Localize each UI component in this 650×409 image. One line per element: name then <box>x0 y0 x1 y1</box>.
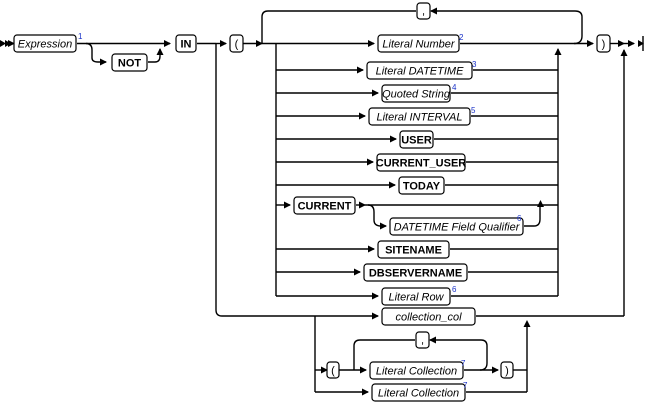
current-keyword-box: CURRENT <box>293 196 356 215</box>
collection-close-paren-box: ) <box>500 361 514 379</box>
literal-interval-box: Literal INTERVAL 5 <box>368 106 476 126</box>
svg-text:(: ( <box>235 39 239 51</box>
svg-text:DATETIME Field Qualifier: DATETIME Field Qualifier <box>394 222 521 234</box>
svg-text:7: 7 <box>463 381 468 390</box>
svg-text:Literal Number: Literal Number <box>382 39 455 51</box>
svg-text:4: 4 <box>452 83 457 92</box>
literal-number-box: Literal Number 2 <box>377 33 464 53</box>
svg-text:5: 5 <box>471 106 476 115</box>
svg-text:USER: USER <box>401 135 432 147</box>
literal-datetime-box: Literal DATETIME 3 <box>366 60 477 80</box>
expression-box: Expression 1 <box>13 32 83 53</box>
svg-text:6: 6 <box>452 285 457 294</box>
literal-collection-box: Literal Collection 7 <box>369 359 466 380</box>
svg-text:DBSERVERNAME: DBSERVERNAME <box>369 268 462 280</box>
svg-text:Quoted String: Quoted String <box>382 89 451 101</box>
svg-text:Expression: Expression <box>18 39 72 51</box>
svg-text:Literal INTERVAL: Literal INTERVAL <box>376 112 462 124</box>
literal-collection-box-2: Literal Collection 7 <box>371 381 468 402</box>
svg-text:1: 1 <box>78 32 83 41</box>
connector-lines <box>0 7 644 396</box>
svg-text:CURRENT: CURRENT <box>298 201 352 213</box>
user-keyword-box: USER <box>399 130 434 149</box>
svg-text:collection_col: collection_col <box>395 312 462 324</box>
comma-box: , <box>416 2 431 20</box>
quoted-string-box: Quoted String 4 <box>381 83 457 103</box>
svg-text:Literal DATETIME: Literal DATETIME <box>376 66 464 78</box>
svg-text:): ) <box>505 365 509 377</box>
sitename-keyword-box: SITENAME <box>377 240 450 259</box>
svg-text:3: 3 <box>472 60 477 69</box>
svg-text:SITENAME: SITENAME <box>385 245 442 257</box>
open-paren-box: ( <box>229 34 244 53</box>
svg-text:Literal Collection: Literal Collection <box>376 366 457 378</box>
collection-col-box: collection_col <box>381 307 476 326</box>
svg-text:NOT: NOT <box>118 58 142 70</box>
svg-text:Literal Row: Literal Row <box>388 292 444 304</box>
dbservername-keyword-box: DBSERVERNAME <box>363 263 468 282</box>
svg-text:7: 7 <box>461 359 466 368</box>
datetime-field-qualifier-box: DATETIME Field Qualifier 6 <box>389 214 524 236</box>
start-arrow-icon <box>0 40 6 47</box>
svg-text:IN: IN <box>181 39 192 51</box>
svg-text:CURRENT_USER: CURRENT_USER <box>376 158 467 170</box>
in-keyword-box: IN <box>175 34 197 53</box>
literal-row-box: Literal Row 6 <box>381 285 457 306</box>
collection-comma-box: , <box>415 331 430 349</box>
svg-text:(: ( <box>331 365 335 377</box>
svg-text:2: 2 <box>459 33 464 42</box>
not-keyword-box: NOT <box>111 53 148 72</box>
svg-text:,: , <box>422 6 425 18</box>
end-arrow-icon <box>638 40 644 47</box>
current-user-keyword-box: CURRENT_USER <box>376 153 467 172</box>
svg-text:,: , <box>421 335 424 347</box>
svg-text:Literal Collection: Literal Collection <box>378 388 459 400</box>
today-keyword-box: TODAY <box>398 176 445 195</box>
svg-text:TODAY: TODAY <box>403 181 441 193</box>
collection-open-paren-box: ( <box>326 361 340 379</box>
close-paren-box: ) <box>596 34 611 53</box>
svg-text:): ) <box>602 39 606 51</box>
svg-text:6: 6 <box>517 214 522 223</box>
